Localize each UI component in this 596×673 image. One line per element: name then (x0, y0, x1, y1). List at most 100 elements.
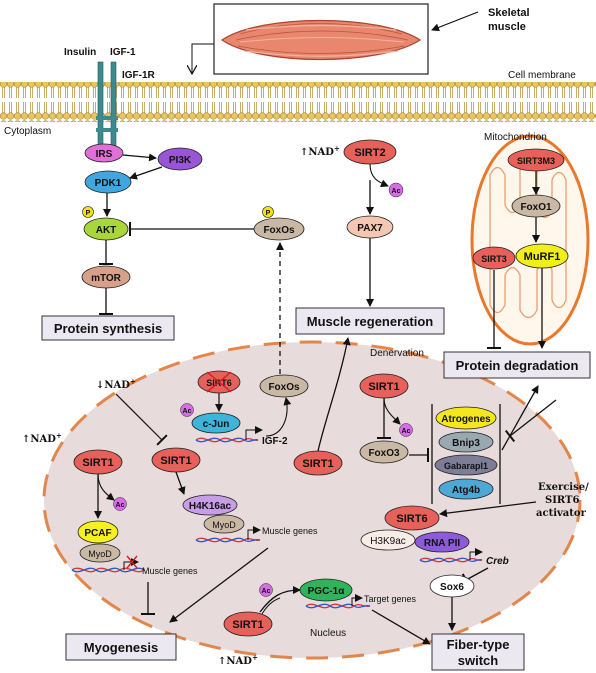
pi3k-node (157, 147, 203, 171)
muscle-regeneration-label: Muscle regeneration (307, 314, 433, 329)
akt-phospho (82, 206, 94, 218)
muscle-to-membrane-arrow (192, 43, 214, 74)
cell-membrane-label: Cell membrane (508, 70, 576, 81)
pcaf-label: PCAF (84, 528, 111, 539)
pax7-label: PAX7 (357, 223, 383, 234)
cjun-ac (180, 403, 194, 417)
skeletal-label-1: Skeletal (488, 7, 530, 19)
igf2-label: IGF-2 (262, 436, 288, 447)
sirt1-left-label: SIRT1 (82, 457, 113, 469)
sirt6-crossed-label: SIRT6 (206, 378, 232, 388)
mitochondrion (470, 134, 590, 346)
protein-degradation-box (443, 351, 591, 379)
dna-target-genes (305, 603, 371, 609)
myod-mid-label: MyoD (212, 520, 236, 530)
myod-left-label: MyoD (88, 549, 112, 559)
foxos-phospho (262, 206, 274, 218)
pgc1a-ac (259, 583, 273, 597)
foxo3-ac (399, 423, 413, 437)
nad-up-left: ↑NAD+ (22, 431, 62, 445)
myod-mid-node (203, 514, 245, 534)
h4k16ac-label: H4K16ac (189, 501, 232, 512)
muscle-genes-myogenesis-arrow (169, 547, 269, 623)
exercise-label-3: activator (536, 508, 587, 519)
igf2-foxos-arrow (265, 397, 292, 437)
foxos-nuc-label: FoxOs (268, 382, 300, 393)
rna-pii-label: RNA PII (424, 538, 461, 549)
protein-synthesis-box (41, 315, 175, 341)
igf1-label: IGF-1 (110, 47, 136, 58)
gabarapl1-label: Gabarapl1 (444, 461, 488, 471)
irs-label: IRS (96, 149, 113, 160)
sirt2-ac (388, 182, 404, 198)
pgc1a-node (299, 578, 353, 602)
cjun-node (191, 412, 241, 434)
sirt1-mid-label: SIRT1 (160, 455, 191, 467)
skeletal-muscle-image (213, 3, 429, 75)
mtor-label: mTOR (91, 273, 122, 284)
muscle-genes-mid-label: Muscle genes (262, 526, 318, 536)
muscle-genes-mid-arrow (247, 526, 261, 540)
foxo3-label: FoxO3 (368, 448, 400, 459)
pi3k-label: PI3K (169, 155, 192, 166)
dna-muscle-genes-mid (195, 537, 261, 543)
gabarapl1-node (434, 454, 498, 476)
myod-left-node (79, 543, 121, 563)
sirt1-h4k16ac-arrow (175, 471, 186, 495)
dna-igf2 (195, 437, 259, 443)
pdk1-label: PDK1 (95, 178, 122, 189)
insulin-label: Insulin (64, 47, 96, 58)
muscle-genes-left-label: Muscle genes (142, 566, 198, 576)
muscle-genes-cross-b (126, 555, 138, 569)
irs-node (84, 143, 124, 163)
target-genes-label: Target genes (364, 594, 417, 604)
muscle-genes-left-arrow (123, 558, 139, 570)
sirt1-denervation-label: SIRT1 (368, 381, 399, 393)
atrogenes-label: Atrogenes (441, 414, 491, 425)
myogenesis-label: Myogenesis (84, 640, 158, 655)
bnip3-node (438, 431, 494, 453)
target-genes-arrow (351, 594, 363, 606)
bnip3-label: Bnip3 (452, 438, 480, 449)
cjun-ac-label: Ac (183, 408, 192, 415)
sirt3m3-label: SIRT3M3 (517, 156, 555, 166)
sirt1-bottom-label: SIRT1 (232, 619, 263, 631)
exercise-label-2: SIRT6 (545, 495, 579, 506)
pcaf-node (77, 520, 119, 544)
nad-down-top: ↓NAD+ (96, 377, 136, 391)
pi3k-pdk1-arrow (129, 166, 163, 180)
foxos-phospho-label: P (266, 210, 271, 217)
creb-label: Creb (486, 556, 509, 567)
rna-pii-node (414, 531, 470, 553)
cell-membrane (0, 82, 596, 122)
h3k9ac-node (360, 529, 416, 551)
fiber-type-label-2: switch (458, 653, 499, 668)
dna-muscle-genes-left (71, 567, 145, 573)
sirt6-right-node (384, 505, 440, 531)
skeletal-label-2: muscle (488, 21, 526, 33)
igf2-transcription-arrow (245, 426, 263, 440)
myogenesis-box (65, 633, 177, 661)
atg4b-label: Atg4b (452, 485, 480, 496)
creb-sox6-inhibit (461, 567, 489, 587)
sirt2-label: SIRT2 (354, 147, 385, 159)
creb-arrow (469, 548, 483, 560)
fiber-type-switch-box (431, 633, 525, 671)
akt-phospho-label: P (86, 210, 91, 217)
degradation-feedback-inhibit (504, 399, 557, 443)
pdk1-node (84, 170, 132, 194)
pcaf-ac (113, 497, 127, 511)
irs-pi3k-arrow (122, 153, 157, 162)
sirt1-regeneration-arrow (317, 337, 351, 452)
h4k16ac-node (182, 494, 238, 516)
foxo1-label: FoxO1 (520, 202, 552, 213)
foxo3-node (359, 440, 409, 464)
sirt3-label: SIRT3 (481, 254, 507, 264)
atg4b-node (438, 478, 494, 500)
h3k9ac-label: H3K9ac (370, 536, 406, 547)
denervation-label: Denervation (370, 348, 424, 359)
akt-label: AKT (96, 225, 117, 236)
protein-synthesis-label: Protein synthesis (54, 321, 162, 336)
pgc1a-label: PGC-1α (308, 586, 346, 597)
